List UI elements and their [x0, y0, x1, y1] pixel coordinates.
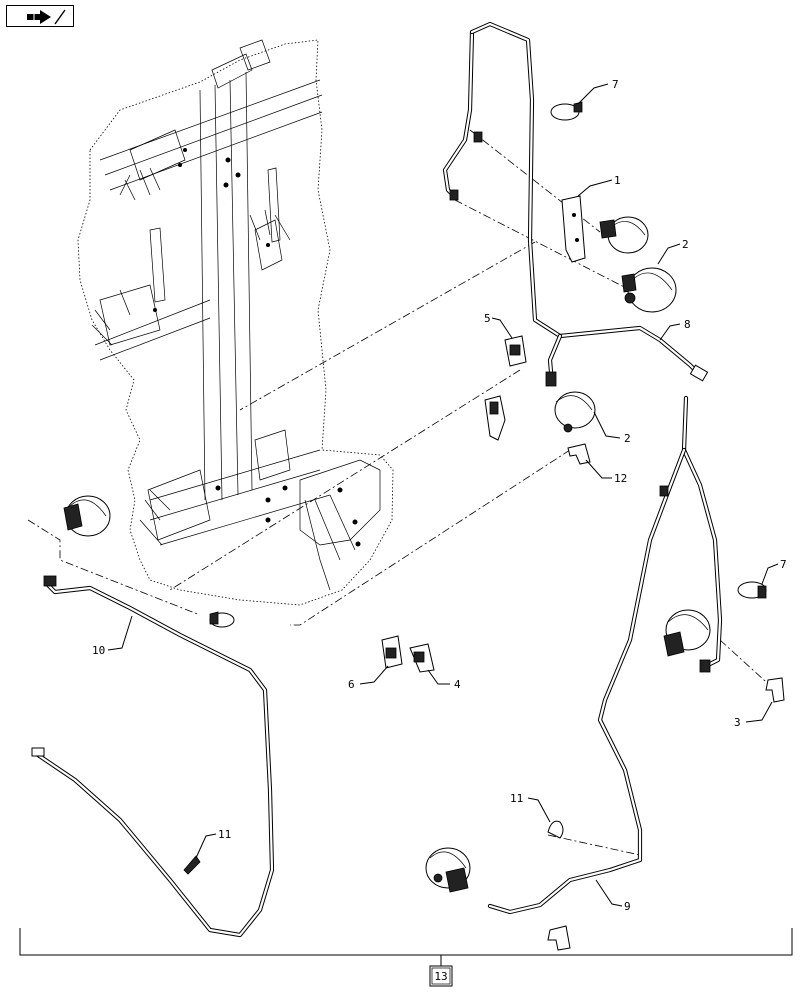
connector-4	[409, 643, 435, 673]
callout-12-label: 12	[614, 472, 627, 485]
callout-1-label: 1	[614, 174, 621, 187]
callout-4: 4	[427, 669, 461, 691]
callout-7-right: 7	[761, 558, 787, 585]
clamp-7-right	[737, 581, 767, 599]
assembly-number: 13	[434, 970, 447, 983]
callout-7-right-label: 7	[780, 558, 787, 571]
callout-2-upper: 2	[657, 238, 689, 265]
bracket-1	[561, 195, 586, 263]
callout-6-label: 6	[348, 678, 355, 691]
callout-3-label: 3	[734, 716, 741, 729]
work-lamp-left	[63, 495, 111, 537]
wiring-harness-9	[487, 395, 723, 915]
callout-3: 3	[734, 701, 773, 729]
work-lamp-upper	[599, 216, 677, 313]
callout-8: 8	[659, 318, 691, 341]
callout-2-upper-label: 2	[682, 238, 689, 251]
clamp-lower-left	[209, 611, 235, 628]
callout-10: 10	[92, 615, 133, 657]
wiring-harness-8	[442, 21, 709, 387]
callout-5: 5	[484, 312, 513, 339]
switch-6	[381, 635, 403, 669]
clamp-7-upper	[550, 101, 583, 121]
callout-11-left: 11	[195, 828, 231, 859]
cab-frame	[77, 39, 394, 606]
callout-9-label: 9	[624, 900, 631, 913]
next-arrow-icon	[27, 9, 66, 25]
switch-5	[484, 335, 527, 441]
callout-5-label: 5	[484, 312, 491, 325]
wiring-harness-10	[31, 575, 275, 938]
clip-11-right	[547, 820, 564, 839]
callout-11-right: 11	[510, 792, 551, 823]
next-page-button[interactable]	[6, 5, 74, 27]
callout-7-upper: 7	[577, 78, 619, 105]
callout-10-label: 10	[92, 644, 105, 657]
assembly-bracket: 13	[19, 928, 793, 987]
work-lamp-right	[663, 609, 785, 703]
work-lamp-bottom	[425, 847, 571, 951]
callout-2-middle: 2	[593, 411, 631, 445]
callout-11-right-label: 11	[510, 792, 523, 805]
callout-8-label: 8	[684, 318, 691, 331]
callout-6: 6	[348, 665, 389, 691]
callout-4-label: 4	[454, 678, 461, 691]
callout-2-middle-label: 2	[624, 432, 631, 445]
leader-lines	[27, 129, 776, 856]
callout-9: 9	[595, 879, 631, 913]
work-lamp-middle	[554, 391, 596, 465]
callout-1: 1	[577, 174, 621, 197]
callout-11-left-label: 11	[218, 828, 231, 841]
clip-11-left	[183, 855, 201, 875]
callout-12: 12	[585, 459, 627, 485]
callout-7-upper-label: 7	[612, 78, 619, 91]
